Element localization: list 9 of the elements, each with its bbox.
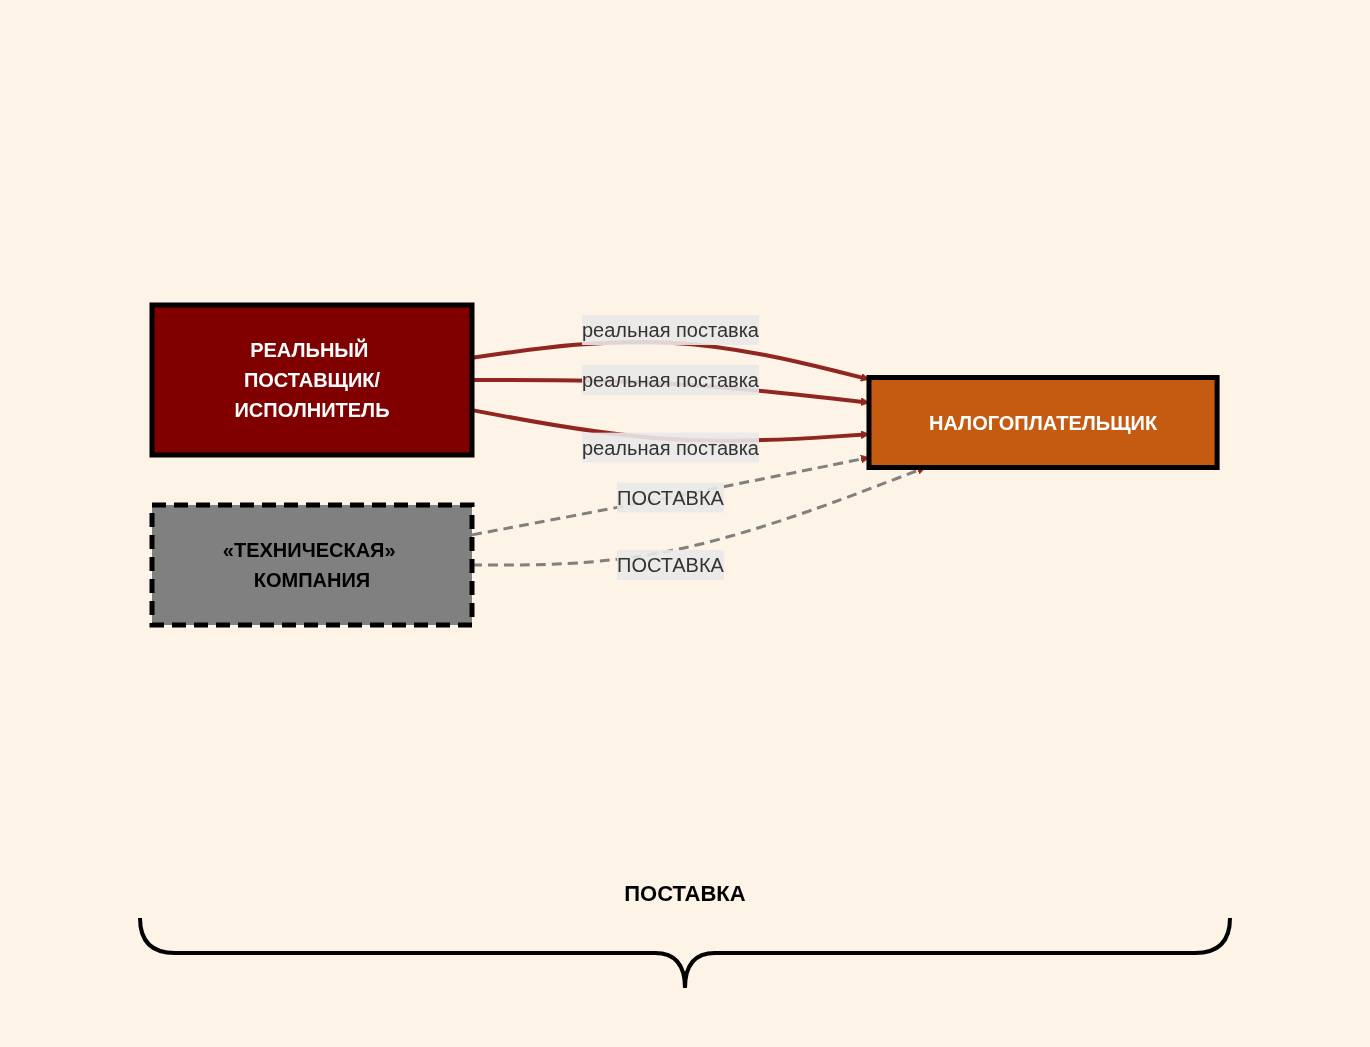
node-box: НАЛОГОПЛАТЕЛЬЩИК (866, 374, 1221, 470)
node-box: РЕАЛЬНЫЙ ПОСТАВЩИК/ИСПОЛНИТЕЛЬ (149, 302, 475, 457)
node-box: «ТЕХНИЧЕСКАЯ» КОМПАНИЯ (149, 502, 475, 627)
edge-label: реальная поставка (582, 318, 760, 341)
edge-label: реальная поставка (582, 368, 760, 391)
note-text: ПОСТАВКА (624, 880, 746, 906)
edge-label: реальная поставка (582, 436, 760, 458)
edge-label: ПОСТАВКА (617, 486, 725, 508)
edge-label: ПОСТАВКА (617, 553, 725, 576)
